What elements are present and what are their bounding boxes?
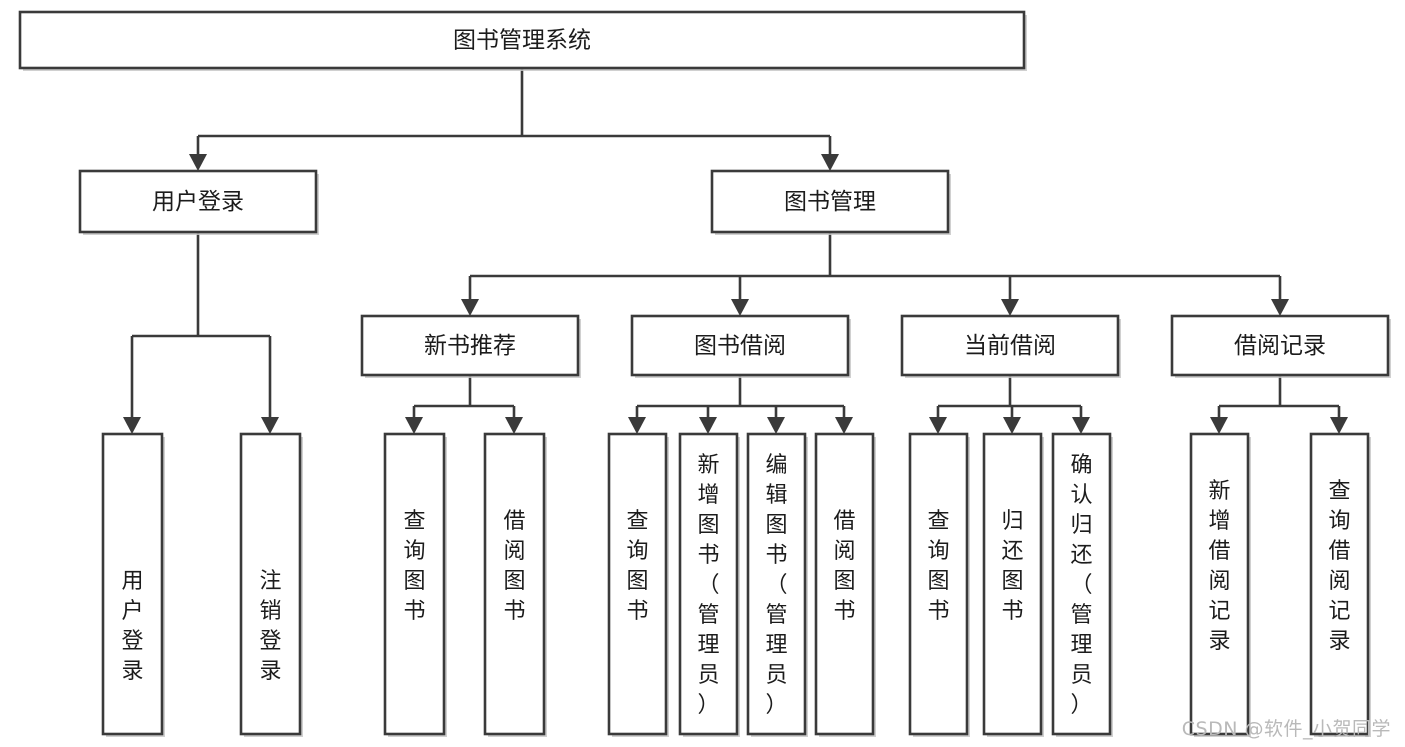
arrow-head-icon — [1330, 417, 1348, 434]
node-rect[interactable] — [908, 432, 969, 736]
node-label: 借阅图书 — [833, 509, 855, 624]
arrow-head-icon — [1072, 417, 1090, 434]
node-label: 新增借阅记录 — [1208, 479, 1230, 654]
node-leaf-2[interactable]: 查询图书 — [383, 432, 447, 737]
arrow-head-icon — [123, 417, 141, 434]
node-label: 借阅记录 — [1234, 333, 1326, 359]
node-leaf-6[interactable]: 编辑图书（管理员） — [746, 432, 808, 737]
connectors-layer — [123, 68, 1348, 434]
arrow-head-icon — [405, 417, 423, 434]
node-rect[interactable] — [18, 10, 1026, 70]
arrow-head-icon — [821, 154, 839, 171]
arrow-head-icon — [461, 299, 479, 316]
node-rect[interactable] — [360, 314, 580, 377]
node-label: 图书管理系统 — [453, 28, 591, 54]
node-label: 借阅图书 — [503, 509, 525, 624]
node-rect[interactable] — [1051, 432, 1112, 736]
node-label: 查询图书 — [403, 509, 425, 624]
node-rect[interactable] — [814, 432, 875, 736]
node-level3-3[interactable]: 借阅记录 — [1170, 314, 1391, 378]
node-rect[interactable] — [1309, 432, 1370, 736]
node-label: 用户登录 — [152, 189, 244, 215]
arrow-head-icon — [731, 299, 749, 316]
node-rect[interactable] — [101, 432, 164, 736]
node-leaf-4[interactable]: 查询图书 — [607, 432, 669, 737]
node-leaf-8[interactable]: 查询图书 — [908, 432, 970, 737]
arrow-head-icon — [1210, 417, 1228, 434]
node-leaf-0[interactable]: 用户登录 — [101, 432, 165, 737]
node-label: 查询图书 — [626, 509, 648, 624]
node-rect[interactable] — [710, 169, 950, 234]
node-label: 图书管理 — [784, 189, 876, 215]
node-label: 编辑图书（管理员） — [765, 453, 787, 718]
node-label: 当前借阅 — [964, 333, 1056, 359]
arrow-head-icon — [929, 417, 947, 434]
node-leaf-12[interactable]: 查询借阅记录 — [1309, 432, 1371, 737]
node-leaf-5[interactable]: 新增图书（管理员） — [678, 432, 740, 737]
node-leaf-11[interactable]: 新增借阅记录 — [1189, 432, 1251, 737]
arrow-head-icon — [1003, 417, 1021, 434]
node-level3-2[interactable]: 当前借阅 — [900, 314, 1121, 378]
node-level2-0[interactable]: 用户登录 — [78, 169, 319, 235]
node-rect[interactable] — [383, 432, 446, 736]
node-rect[interactable] — [900, 314, 1120, 377]
node-rect[interactable] — [678, 432, 739, 736]
arrow-head-icon — [1001, 299, 1019, 316]
arrow-head-icon — [628, 417, 646, 434]
node-rect[interactable] — [746, 432, 807, 736]
node-leaf-7[interactable]: 借阅图书 — [814, 432, 876, 737]
node-rect[interactable] — [239, 432, 302, 736]
node-level2-1[interactable]: 图书管理 — [710, 169, 951, 235]
node-label: 确认归还（管理员） — [1070, 453, 1092, 718]
node-rect[interactable] — [982, 432, 1043, 736]
node-label: 新增图书（管理员） — [697, 453, 719, 718]
node-rect[interactable] — [1170, 314, 1390, 377]
nodes-layer: 图书管理系统用户登录图书管理新书推荐图书借阅当前借阅借阅记录用户登录注销登录查询… — [18, 10, 1391, 737]
node-root-0[interactable]: 图书管理系统 — [18, 10, 1027, 71]
node-rect[interactable] — [483, 432, 546, 736]
arrow-head-icon — [767, 417, 785, 434]
node-label: 注销登录 — [259, 569, 281, 684]
node-rect[interactable] — [630, 314, 850, 377]
arrow-head-icon — [835, 417, 853, 434]
node-leaf-10[interactable]: 确认归还（管理员） — [1051, 432, 1113, 737]
arrow-head-icon — [189, 154, 207, 171]
node-leaf-9[interactable]: 归还图书 — [982, 432, 1044, 737]
node-label: 归还图书 — [1001, 509, 1023, 624]
node-label: 查询图书 — [927, 509, 949, 624]
node-leaf-3[interactable]: 借阅图书 — [483, 432, 547, 737]
arrow-head-icon — [699, 417, 717, 434]
node-level3-1[interactable]: 图书借阅 — [630, 314, 851, 378]
node-rect[interactable] — [1189, 432, 1250, 736]
arrow-head-icon — [505, 417, 523, 434]
node-label: 新书推荐 — [424, 333, 516, 359]
node-leaf-1[interactable]: 注销登录 — [239, 432, 303, 737]
node-rect[interactable] — [78, 169, 318, 234]
node-level3-0[interactable]: 新书推荐 — [360, 314, 581, 378]
node-label: 图书借阅 — [694, 333, 786, 359]
node-label: 查询借阅记录 — [1328, 479, 1350, 654]
arrow-head-icon — [1271, 299, 1289, 316]
arrow-head-icon — [261, 417, 279, 434]
node-rect[interactable] — [607, 432, 668, 736]
node-label: 用户登录 — [121, 569, 143, 684]
